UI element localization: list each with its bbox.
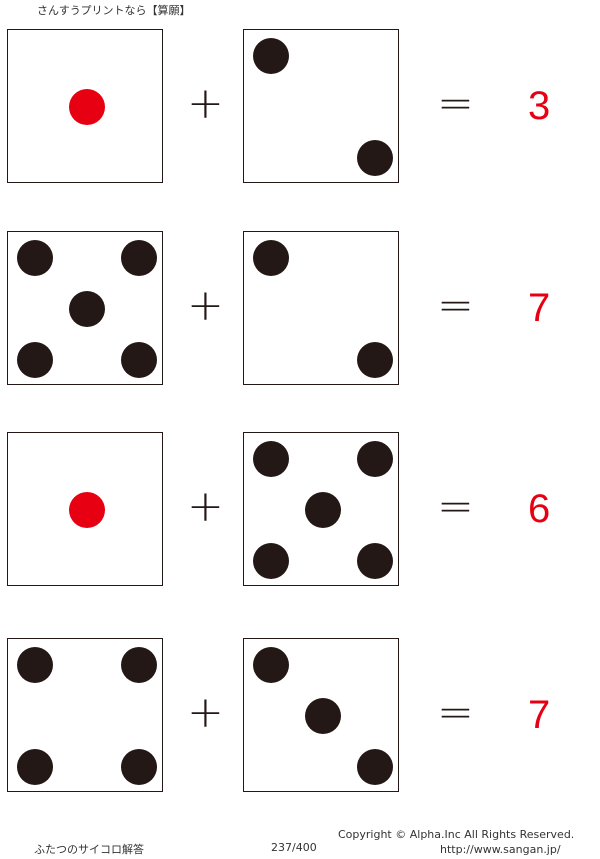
header-text: さんすうプリントなら【算願】 xyxy=(37,4,191,17)
die-pip xyxy=(121,240,157,276)
plus-sign: + xyxy=(187,481,224,532)
first-die xyxy=(7,29,163,183)
die-pip xyxy=(17,749,53,785)
answer: 3 xyxy=(528,84,551,128)
page-number: 237/400 xyxy=(271,841,317,854)
second-die xyxy=(243,29,399,183)
answer: 7 xyxy=(528,286,551,330)
die-pip xyxy=(253,38,289,74)
die-pip xyxy=(253,240,289,276)
die-pip xyxy=(121,647,157,683)
die-pip xyxy=(253,543,289,579)
die-pip xyxy=(357,140,393,176)
problem-row: + = 3 xyxy=(0,29,600,185)
second-die xyxy=(243,432,399,586)
problem-row: + = 6 xyxy=(0,432,600,588)
answer: 6 xyxy=(528,487,551,531)
first-die xyxy=(7,432,163,586)
plus-sign: + xyxy=(187,280,224,331)
problem-row: + = 7 xyxy=(0,638,600,794)
plus-sign: + xyxy=(187,78,224,129)
die-pip xyxy=(121,749,157,785)
equals-sign: = xyxy=(437,280,474,331)
equals-sign: = xyxy=(437,78,474,129)
second-die xyxy=(243,231,399,385)
die-pip xyxy=(17,342,53,378)
die-pip xyxy=(17,647,53,683)
die-pip xyxy=(305,698,341,734)
die-pip xyxy=(357,749,393,785)
problem-row: + = 7 xyxy=(0,231,600,387)
first-die xyxy=(7,231,163,385)
copyright: Copyright © Alpha.Inc All Rights Reserve… xyxy=(338,828,575,841)
plus-sign: + xyxy=(187,687,224,738)
equals-sign: = xyxy=(437,481,474,532)
die-pip xyxy=(305,492,341,528)
footer-title: ふたつのサイコロ解答 xyxy=(34,843,144,856)
die-pip xyxy=(357,543,393,579)
answer: 7 xyxy=(528,693,551,737)
die-pip xyxy=(69,492,105,528)
die-pip xyxy=(121,342,157,378)
die-pip xyxy=(253,441,289,477)
die-pip xyxy=(357,441,393,477)
die-pip xyxy=(69,89,105,125)
die-pip xyxy=(17,240,53,276)
die-pip xyxy=(357,342,393,378)
site-url: http://www.sangan.jp/ xyxy=(440,843,561,856)
die-pip xyxy=(253,647,289,683)
first-die xyxy=(7,638,163,792)
equals-sign: = xyxy=(437,687,474,738)
die-pip xyxy=(69,291,105,327)
second-die xyxy=(243,638,399,792)
